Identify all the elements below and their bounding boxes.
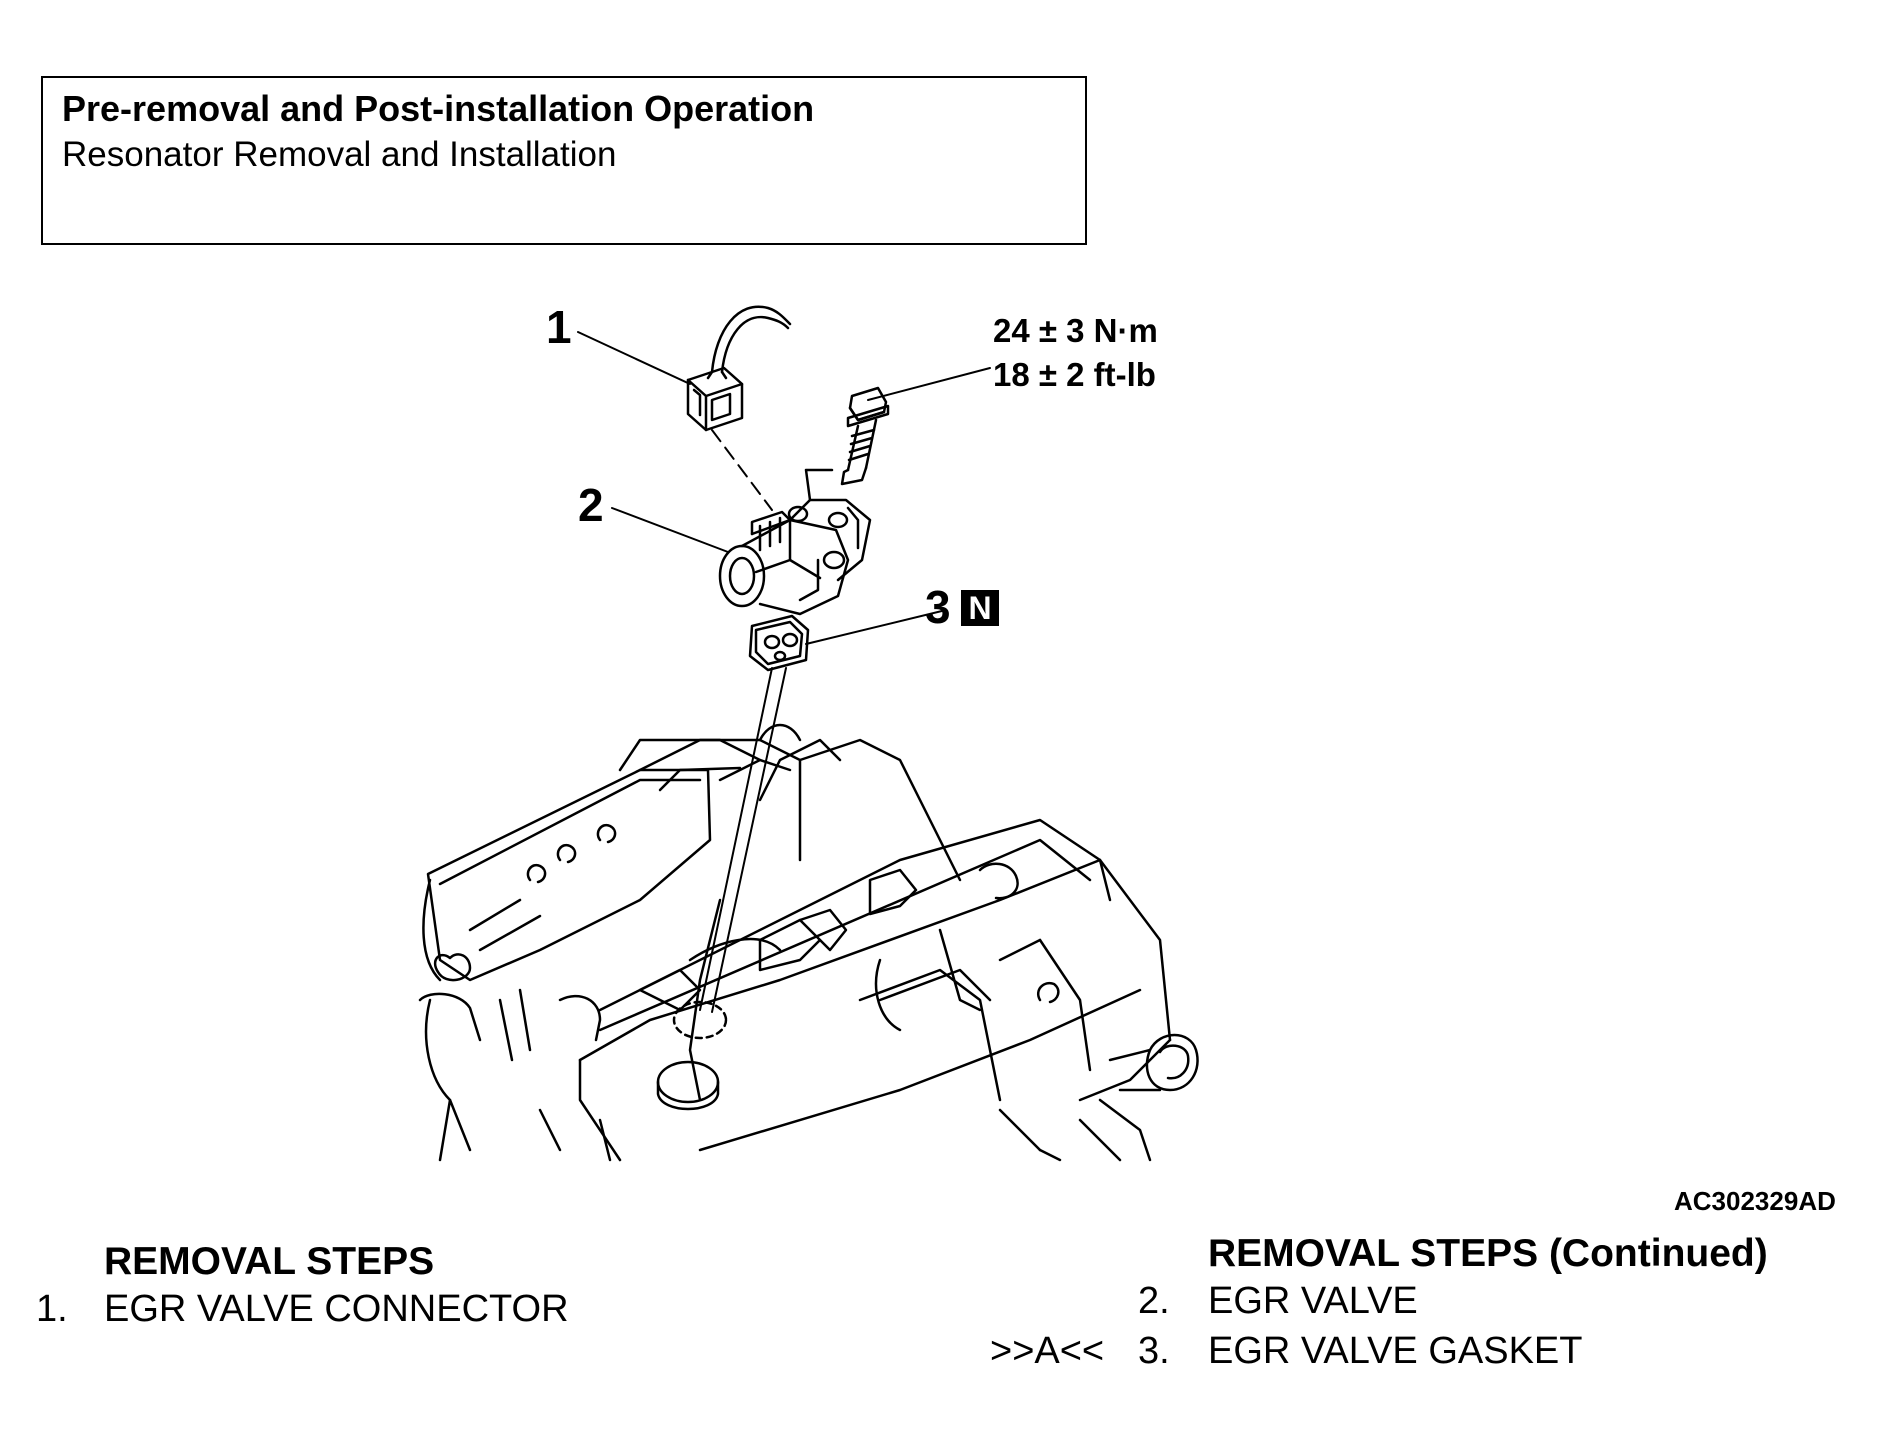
step-number: 2. [1138,1280,1170,1322]
torque-imperial: 18 ± 2 ft-lb [993,356,1156,393]
figure-code: AC302329AD [1674,1186,1836,1216]
egr-valve-drawing [718,468,872,616]
callout-3: 3 [925,581,951,633]
pre-removal-box [41,76,1087,245]
egr-gasket-drawing [748,614,810,672]
pre-removal-subtitle: Resonator Removal and Installation [62,135,617,174]
engine-drawing [418,723,1199,1162]
step-reference-mark: >>A<< [990,1330,1105,1372]
alignment-lines [711,429,773,511]
callout-1: 1 [546,301,572,353]
torque-metric: 24 ± 3 N·m [993,312,1158,349]
step-text: EGR VALVE GASKET [1208,1330,1583,1372]
pre-removal-title: Pre-removal and Post-installation Operat… [62,88,815,129]
step-number: 3. [1138,1330,1170,1372]
step-text: EGR VALVE CONNECTOR [104,1288,569,1330]
step-text: EGR VALVE [1208,1280,1418,1322]
callout-leaders [577,331,991,645]
callout-2: 2 [578,479,604,531]
removal-steps-continued-heading: REMOVAL STEPS (Continued) [1208,1232,1768,1275]
egr-connector-drawing [686,305,792,432]
new-part-badge: N [961,590,999,626]
bolt-drawing [840,386,890,486]
step-number: 1. [36,1288,68,1330]
removal-steps-heading: REMOVAL STEPS [104,1240,435,1283]
